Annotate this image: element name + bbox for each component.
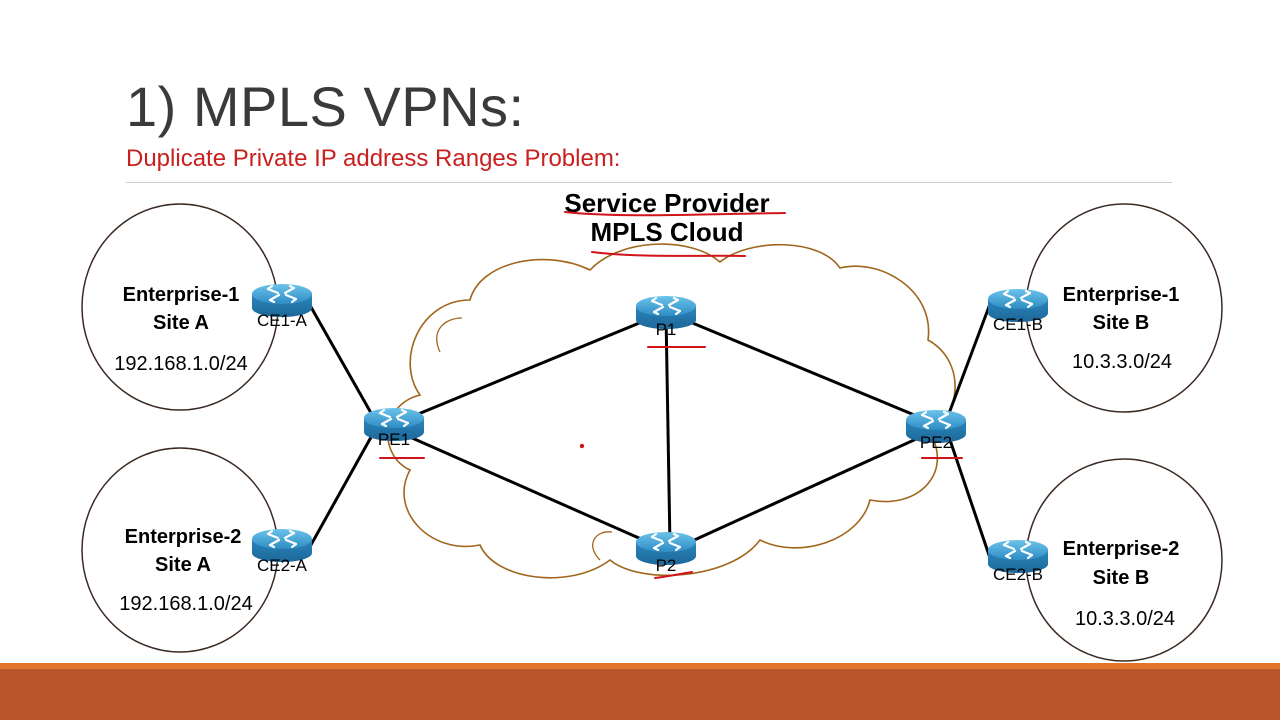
link-ce2a-pe1 [305,429,377,553]
site-name-ent2-a: Enterprise-2 [125,526,242,548]
footer-bar-accent [0,663,1280,669]
router-label-p2: P2 [656,556,677,575]
router-pe2: PE2 [904,408,968,452]
link-p1-pe2 [665,310,937,426]
site-circle-ent2-a [81,447,279,653]
site-circle-ent1-a [81,203,279,411]
slide-subtitle: Duplicate Private IP address Ranges Prob… [126,145,621,172]
link-pe1-p1 [393,310,667,426]
site-circle-ent2-b [1025,458,1223,662]
underline-mpls-cloud [591,251,746,257]
site-name-ent1-a: Enterprise-1 [123,284,240,306]
site-label-ent2-a: Site A [155,554,211,576]
link-pe1-p2 [393,428,667,552]
network-links [305,299,992,559]
router-ce1-b: CE1-B [986,287,1050,334]
router-ce2-b: CE2-B [986,538,1050,584]
cloud-title-line2: MPLS Cloud [590,217,743,247]
site-name-ent1-b: Enterprise-1 [1063,284,1180,306]
site-name-ent2-b: Enterprise-2 [1063,538,1180,560]
site-circle-ent1-b [1025,203,1223,413]
link-p1-p2 [664,313,672,547]
site-subnet-ent2-b: 10.3.3.0/24 [1075,608,1175,630]
red-annotations [379,211,963,579]
title-divider [126,182,1172,183]
site-subnet-ent1-a: 192.168.1.0/24 [114,353,247,375]
underline-service-provider [564,211,786,217]
site-subnet-ent1-b: 10.3.3.0/24 [1072,351,1172,373]
site-label-ent2-b: Site B [1093,567,1150,589]
router-ce1-a: CE1-A [250,282,314,330]
router-label-ce2-b: CE2-B [993,565,1043,584]
link-ce1b-pe2 [946,303,992,417]
link-ce2b-pe2 [948,439,992,559]
link-p2-pe2 [667,428,937,554]
router-label-pe2: PE2 [920,433,952,452]
underline-p2 [654,571,693,579]
site-subnet-ent2-a: 192.168.1.0/24 [119,593,252,615]
router-p2: P2 [634,530,698,575]
router-ce2-a: CE2-A [250,527,314,575]
router-p1: P1 [634,294,698,339]
router-pe1: PE1 [362,406,426,449]
router-label-ce1-b: CE1-B [993,315,1043,334]
annotation-dot [579,443,585,449]
router-label-pe1: PE1 [378,430,410,449]
mpls-cloud-outline [387,243,956,579]
site-label-ent1-b: Site B [1093,312,1150,334]
router-label-ce1-a: CE1-A [257,311,308,330]
router-label-p1: P1 [656,320,677,339]
site-label-ent1-a: Site A [153,312,209,334]
footer-bar [0,663,1280,720]
router-label-ce2-a: CE2-A [257,556,308,575]
link-ce1a-pe1 [305,299,377,421]
mpls-cloud-inner-arc [436,317,613,561]
slide-title: 1) MPLS VPNs: [126,75,525,138]
